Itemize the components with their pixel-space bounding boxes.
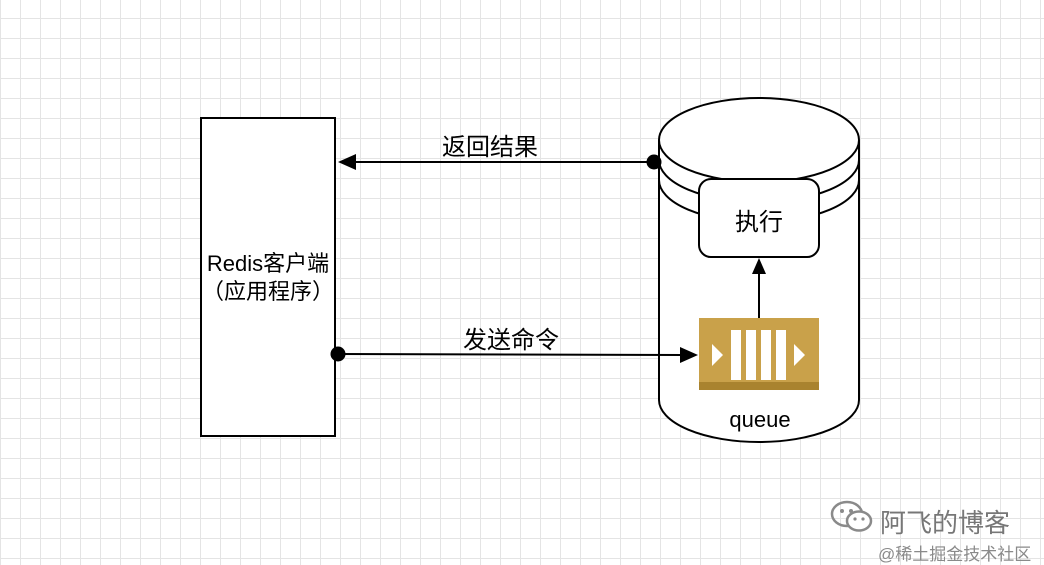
return-result-label: 返回结果 — [442, 134, 538, 161]
wechat-icon — [830, 500, 873, 532]
queue-label: queue — [729, 407, 791, 432]
send-command-arrow — [330, 346, 698, 363]
send-command-label: 发送命令 — [463, 327, 559, 354]
queue-icon — [699, 318, 819, 390]
watermark-site-name: @稀土掘金技术社区 — [878, 545, 1032, 564]
redis-client-label: Redis客户端 （应用程序） — [201, 251, 334, 304]
return-result-arrow — [338, 154, 662, 170]
exec-label: 执行 — [735, 209, 783, 236]
watermark-blog-name: 阿飞的博客 — [880, 508, 1011, 538]
exec-box — [698, 178, 820, 258]
queue-to-exec-arrow — [752, 258, 766, 318]
redis-client-box — [200, 117, 336, 437]
